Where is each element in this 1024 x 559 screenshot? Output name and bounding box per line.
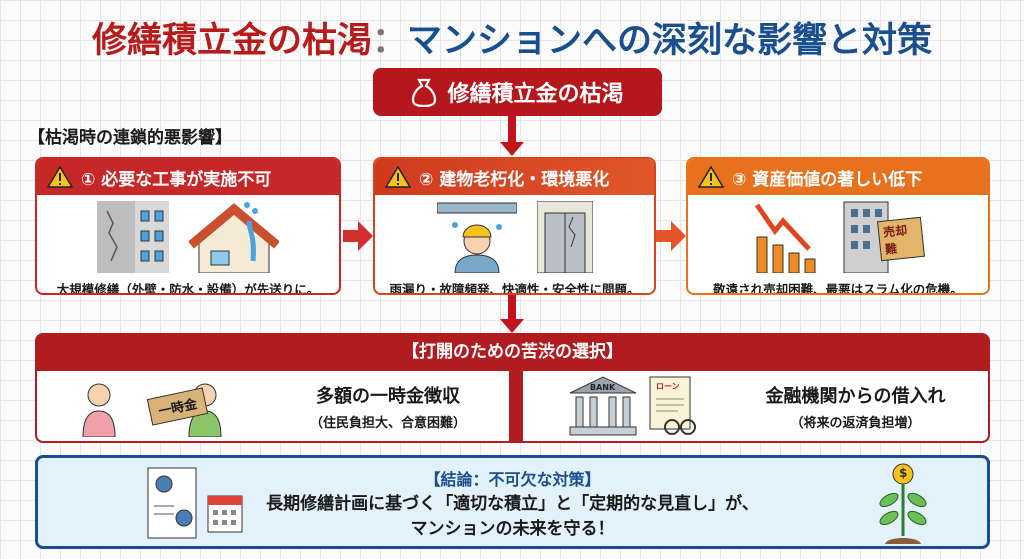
page-title: 修繕積立金の枯渇：マンションへの深刻な影響と対策 (0, 12, 1024, 63)
bank-icon (569, 376, 637, 436)
option-title: 金融機関からの借入れ (765, 385, 946, 407)
arrow-head-2 (500, 319, 524, 333)
top-box: 修繕積立金の枯渇 (373, 68, 662, 116)
arrow-right-1 (343, 221, 373, 251)
card-text: 雨漏り・故障頻発、快適性・安全性に問題。 (389, 282, 640, 295)
card-title: ② 建物老朽化・環境悪化 (419, 169, 610, 190)
choices-box: 【打開のための苦渋の選択】 一時金 多額の一時金徴収（住民負担大、合意困難） B… (35, 333, 990, 443)
dollar-coin-label: $ (899, 466, 908, 480)
warning-icon (47, 166, 73, 188)
cracked-building-icon (97, 201, 169, 273)
for-sale-difficult-sign: 売却難 (877, 216, 925, 262)
title-red: 修繕積立金の枯渇 (91, 21, 372, 61)
money-plant-icon (879, 463, 927, 544)
bank-label: BANK (590, 383, 616, 392)
conclusion-line-2: マンションの未来を守る！ (410, 519, 615, 539)
choices-heading: 【打開のための苦渋の選択】 (402, 342, 623, 362)
card-text: 大規模修繕（外壁・防水・設備）が先送りに。 (56, 282, 320, 295)
money-plant-illustration: $ (873, 462, 933, 546)
top-box-label: 修繕積立金の枯渇 (447, 82, 624, 107)
angry-residents-icon (82, 383, 222, 437)
arrow-head-1 (500, 142, 524, 156)
declining-chart-icon (754, 203, 816, 273)
title-blue: マンションへの深刻な影響と対策 (407, 21, 933, 61)
option-bank-loan: BANK ローン 金融機関からの借入れ （将来の返済負担増） (523, 371, 988, 441)
card-impact-2: ② 建物老朽化・環境悪化 雨漏り・故障頻発、快適性・安全性に問題。 (373, 157, 656, 295)
option-detail: （将来の返済負担増） (790, 415, 921, 431)
broken-elevator-icon (536, 201, 593, 273)
plan-document-gear-calendar-icon (147, 467, 243, 539)
building-for-sale-illustration: 売却難 (843, 201, 925, 273)
arrow-right-2 (656, 221, 686, 251)
option-lump-sum: 一時金 多額の一時金徴収（住民負担大、合意困難） (37, 371, 509, 441)
option-detail: （住民負担大、合意困難） (309, 415, 466, 431)
card-title: ① 必要な工事が実施不可 (81, 169, 272, 190)
loan-document-handcuffs-icon (649, 376, 696, 435)
conclusion-heading: 【結論：不可欠な対策】 (424, 470, 601, 489)
conclusion-line-1: 長期修繕計画に基づく「適切な積立」と「定期的な見直し」が、 (266, 494, 759, 514)
conclusion-text: 長期修繕計画に基づく「適切な積立」と「定期的な見直し」が、マンションの未来を守る… (38, 492, 987, 542)
worried-worker-pipe-icon (436, 202, 517, 273)
warning-icon (385, 166, 411, 188)
conclusion-box: 【結論：不可欠な対策】 長期修繕計画に基づく「適切な積立」と「定期的な見直し」が… (35, 455, 990, 549)
bank-illustration: BANK (568, 375, 638, 437)
money-bag-icon (412, 78, 437, 107)
leaking-roof-house-icon (189, 202, 279, 273)
card-impact-3: ③ 資産価値の著しい低下 売却難 敬遠され売却困難、最悪はスラム化の危機。 (686, 157, 990, 295)
option-title: 多額の一時金徴収 (316, 385, 460, 407)
card-impact-1: ① 必要な工事が実施不可 大規模修繕（外壁・防水・設備）が先送りに。 (35, 157, 341, 295)
card-title: ③ 資産価値の著しい低下 (732, 169, 923, 190)
section-heading: 【枯渇時の連鎖的悪影響】 (28, 128, 232, 148)
loan-label: ローン (656, 382, 680, 391)
arrow-down-2 (508, 295, 516, 319)
card-text: 敬遠され売却困難、最悪はスラム化の危機。 (713, 282, 963, 295)
title-sep: ： (371, 21, 407, 61)
warning-icon (698, 166, 724, 188)
arrow-down-1 (508, 116, 516, 142)
loan-document-illustration: ローン (648, 375, 698, 437)
